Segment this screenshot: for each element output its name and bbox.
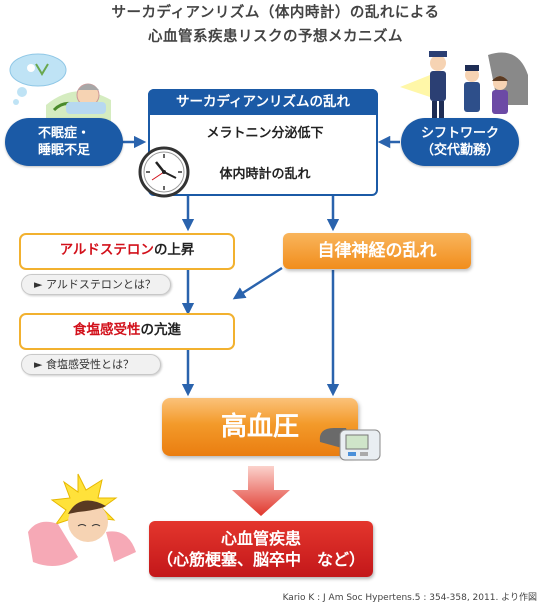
aldosterone-info-button[interactable]: ► アルドステロンとは？ <box>21 274 171 295</box>
citation-text: Kario K : J Am Soc Hypertens.5 : 354-358… <box>282 593 537 603</box>
play-icon: ► <box>34 358 43 371</box>
aldosterone-increase-box: アルドステロンの上昇 <box>19 233 235 270</box>
cvd-title: 心血管疾患 <box>220 529 301 548</box>
salt-sensitivity-highlight: 食塩感受性 <box>73 322 141 338</box>
aldosterone-highlight: アルドステロン <box>59 242 154 258</box>
sleepless-person-illustration <box>9 53 111 125</box>
cvd-examples: （心筋梗塞、脳卒中 など） <box>156 550 365 569</box>
diagram-title-line1: サーカディアンリズム（体内時計）の乱れによる <box>111 5 440 21</box>
aldosterone-rest: の上昇 <box>153 242 195 258</box>
salt-sensitivity-rest: の亢進 <box>140 322 182 338</box>
salt-sensitivity-info-label: 食塩感受性とは？ <box>45 358 134 371</box>
salt-sensitivity-box: 食塩感受性の亢進 <box>19 313 235 350</box>
arrow-autonomic-to-left <box>232 266 283 300</box>
salt-sensitivity-info-button[interactable]: ► 食塩感受性とは？ <box>21 354 161 375</box>
arrow-bp-to-cvd <box>232 466 290 516</box>
insomnia-label: 不眠症・ 睡眠不足 <box>5 118 123 166</box>
circadian-disruption-header: サーカディアンリズムの乱れ <box>148 89 378 115</box>
headache-person-illustration <box>28 473 136 566</box>
autonomic-disruption-box: 自律神経の乱れ <box>283 233 471 269</box>
hypertension-box: 高血圧 <box>162 398 358 456</box>
play-icon: ► <box>34 278 43 291</box>
insomnia-line2: 睡眠不足 <box>37 143 90 158</box>
aldosterone-info-label: アルドステロンとは？ <box>45 278 156 291</box>
melatonin-decrease-text: メラトニン分泌低下 <box>206 126 324 141</box>
shift-work-label: シフトワーク （交代勤務） <box>401 118 519 166</box>
shift-workers-illustration <box>400 51 528 119</box>
body-clock-disruption-text: 体内時計の乱れ <box>219 167 311 182</box>
diagram-title-line2: 心血管系疾患リスクの予想メカニズム <box>148 29 403 45</box>
clock-icon <box>138 146 190 198</box>
cardiovascular-disease-box: 心血管疾患 （心筋梗塞、脳卒中 など） <box>149 521 373 577</box>
shift-work-line1: シフトワーク <box>420 126 499 141</box>
blood-pressure-monitor-icon <box>319 428 381 461</box>
shift-work-line2: （交代勤務） <box>420 143 499 158</box>
insomnia-line1: 不眠症・ <box>37 126 90 141</box>
